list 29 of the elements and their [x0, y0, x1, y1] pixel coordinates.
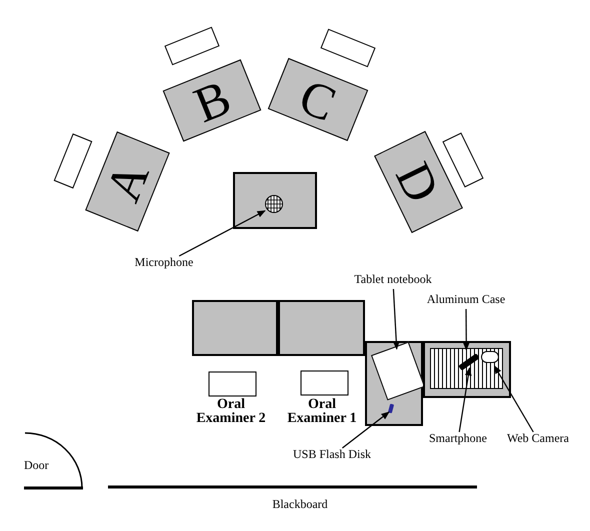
desk-letter: A: [98, 155, 158, 208]
callout-label: Web Camera: [502, 430, 574, 446]
blackboard-label: Blackboard: [271, 496, 329, 513]
callout-label: USB Flash Disk: [286, 446, 378, 462]
table: [423, 341, 511, 398]
seat-label: Oral Examiner 2: [195, 398, 267, 426]
table: [278, 300, 365, 356]
web-camera-drawing: [481, 351, 499, 363]
leader-line: [178, 210, 266, 257]
table: [192, 300, 278, 356]
desk-letter: D: [388, 154, 449, 210]
usb-stick-drawing: [388, 404, 394, 414]
microphone-icon: [265, 195, 283, 213]
leader-line: [342, 412, 390, 448]
desk-letter: B: [187, 71, 237, 130]
callout-label: Tablet notebook: [348, 271, 438, 287]
seat-label: Oral Examiner 1: [286, 398, 358, 426]
leader-line: [494, 365, 534, 432]
desk-letter: C: [293, 70, 343, 129]
table: [233, 172, 317, 229]
table: [365, 341, 423, 426]
callout-label: Aluminum Case: [420, 291, 512, 307]
callout-label: Microphone: [130, 254, 198, 270]
leader-line: [462, 309, 470, 351]
callout-label: Smartphone: [424, 430, 492, 446]
door-label: Door: [24, 457, 50, 474]
leader-line: [458, 367, 472, 432]
leader-line: [392, 288, 400, 350]
aluminum-case: [430, 348, 503, 389]
